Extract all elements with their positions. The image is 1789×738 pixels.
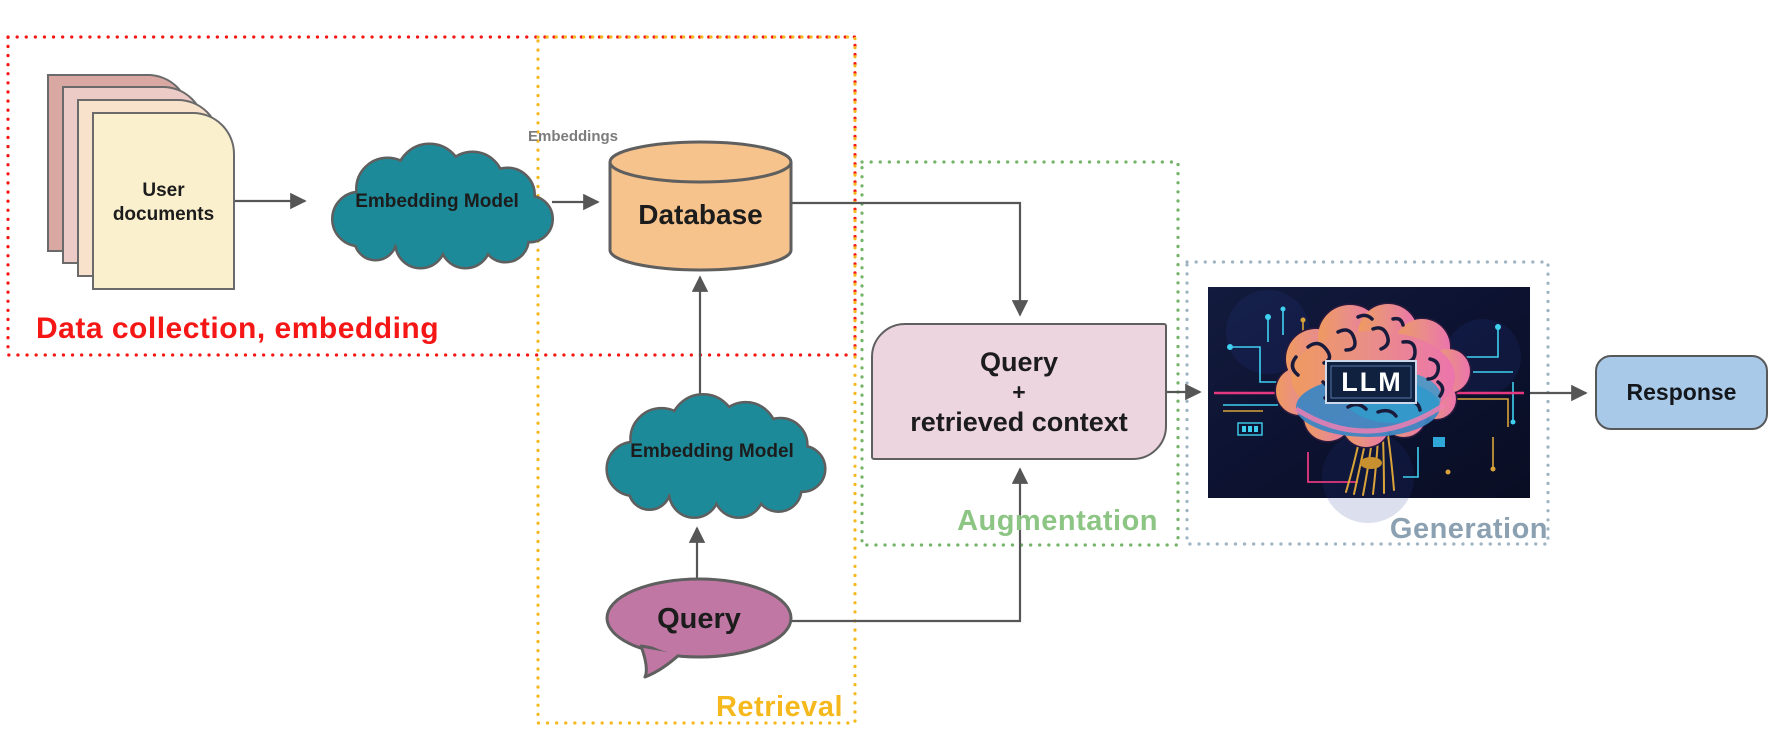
arrow-database-to-augmented-query — [790, 201, 1029, 317]
llm-brain-image — [1208, 287, 1530, 523]
response-label: Response — [1626, 379, 1737, 405]
query-speech-bubble — [605, 577, 793, 679]
embedding-model-cloud-top — [317, 137, 558, 267]
response-box: Response — [1595, 355, 1768, 430]
augmentation-section-label: Augmentation — [957, 505, 1158, 537]
generation-border — [1185, 260, 1550, 546]
augmented-query-line3: retrieved context — [910, 406, 1128, 437]
document-page-front — [92, 112, 235, 290]
circuit-traces — [1223, 309, 1514, 478]
augmented-query-line1: Query — [979, 346, 1059, 377]
llm-label: LLM — [1341, 366, 1403, 397]
embedding-model-cloud-bottom — [592, 387, 830, 517]
arrow-query-to-augmented-query — [790, 467, 1029, 623]
retrieval-section-label: Retrieval — [715, 691, 843, 723]
augmented-query-box: Query + retrieved context — [871, 323, 1167, 460]
database-cylinder — [608, 140, 793, 272]
embeddings-caption: Embeddings — [528, 128, 619, 145]
augmented-query-line2: + — [1012, 378, 1026, 405]
data-collection-section-label: Data collection, embedding — [36, 312, 440, 345]
generation-section-label: Generation — [1389, 513, 1548, 545]
